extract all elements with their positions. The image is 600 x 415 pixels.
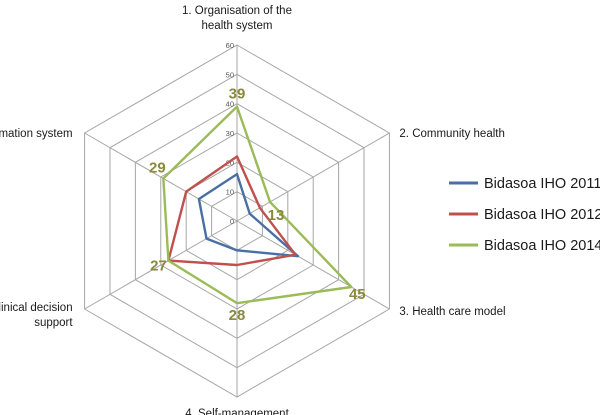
axis-label-3: 3. Health care model — [399, 306, 505, 318]
tick-label: 0 — [230, 217, 234, 226]
data-label: 29 — [149, 159, 166, 176]
axis-label-4: 4. Self-management — [185, 408, 289, 415]
axis-label-line: 6. Information system — [0, 128, 73, 140]
data-label: 45 — [349, 286, 366, 303]
tick-label: 30 — [226, 129, 234, 138]
axis-spoke-6 — [84, 132, 238, 222]
legend-label: Bidasoa IHO 2014 — [484, 238, 600, 254]
axis-label-line: 3. Health care model — [399, 306, 505, 318]
axis-label-line: 5. Clinical decision — [0, 302, 73, 314]
axis-label-5: 5. Clinical decision support — [0, 302, 73, 329]
axis-labels: 1. Organisation of the health system 2. Co… — [0, 5, 506, 415]
series-line-3 — [162, 105, 353, 305]
data-label: 27 — [150, 258, 167, 275]
axis-label-line: 2. Community health — [399, 128, 504, 140]
axis-spoke-5 — [84, 220, 238, 310]
tick-label: 50 — [226, 70, 234, 79]
axis-label-6: 6. Information system — [0, 128, 73, 140]
data-label: 13 — [268, 207, 285, 224]
axis-label-line: support — [34, 317, 73, 329]
axis-label-1: 1. Organisation of the health system — [182, 5, 292, 32]
axis-spoke-2 — [236, 132, 390, 222]
legend-label: Bidasoa IHO 2012 — [484, 207, 600, 223]
legend-label: Bidasoa IHO 2011 — [484, 176, 600, 192]
axis-label-line: 4. Self-management — [185, 408, 289, 415]
data-label: 39 — [229, 86, 246, 103]
tick-label: 60 — [226, 41, 234, 50]
axis-label-line: 1. Organisation of the — [182, 5, 292, 17]
data-label: 28 — [229, 307, 246, 324]
axis-label-2: 2. Community health — [399, 128, 504, 140]
data-labels: 39 13 45 28 27 29 — [149, 86, 366, 325]
radar-grid — [84, 44, 390, 398]
axis-label-line: health system — [202, 20, 273, 32]
tick-label: 10 — [226, 188, 234, 197]
axis-spoke-3 — [236, 220, 390, 310]
tick-label: 40 — [226, 100, 234, 109]
series-line-2 — [167, 155, 297, 267]
series-polygons — [162, 105, 353, 305]
series-line-1 — [197, 172, 300, 258]
